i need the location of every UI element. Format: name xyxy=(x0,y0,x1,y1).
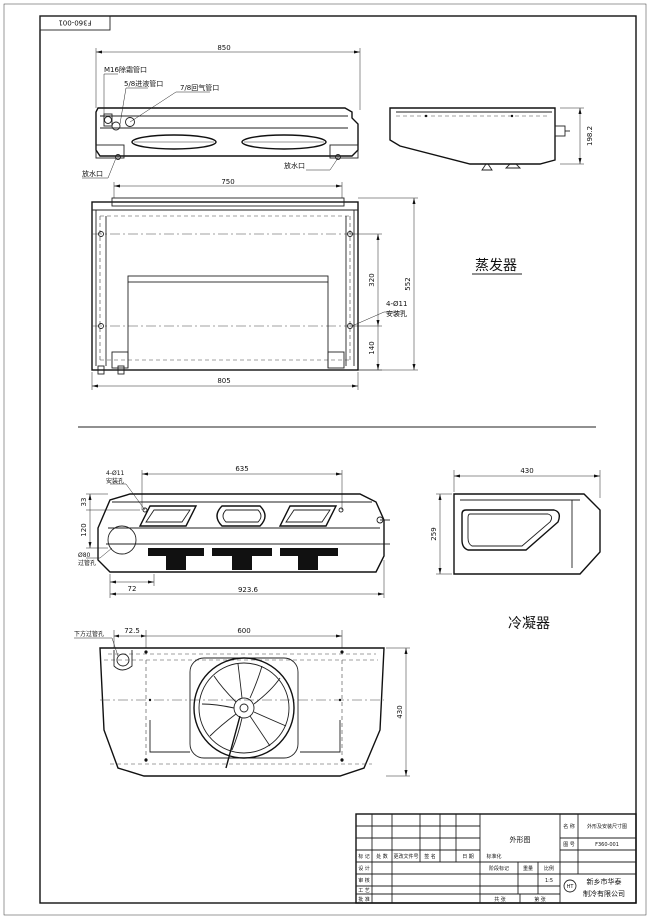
section-title-condenser: 冷凝器 xyxy=(508,616,550,632)
dim-850: 850 xyxy=(217,44,230,52)
dim-635: 635 xyxy=(235,465,248,473)
tb-design: 设 计 xyxy=(358,865,370,872)
tb-scale-label: 比例 xyxy=(544,865,554,872)
dim-923-6: 923.6 xyxy=(238,586,259,594)
evaporator-top-view: 750 805 xyxy=(91,178,418,390)
label-pipe-hole-80: Ø80 xyxy=(78,552,91,559)
label-bottom-pipe-hole: 下方过管孔 xyxy=(74,630,104,638)
label-drain-port-left: 放水口 xyxy=(82,169,103,178)
tb-sheet-no: 第 张 xyxy=(534,896,546,903)
label-cond-mount-holes: 4-Ø11 xyxy=(106,470,125,477)
tb-name-value: 外形及安装尺寸图 xyxy=(587,823,627,830)
tb-drawing-name: 外形图 xyxy=(510,835,531,844)
dim-320: 320 xyxy=(368,273,376,286)
tb-stage-label: 阶段标记 xyxy=(489,865,509,872)
dim-140: 140 xyxy=(368,341,376,354)
tb-sheet-total: 共 张 xyxy=(494,896,506,903)
tb-standardization: 标准化 xyxy=(486,853,501,860)
dim-72-5: 72.5 xyxy=(124,627,140,635)
tb-date: 日 期 xyxy=(462,854,474,860)
tb-scale-value: 1:5 xyxy=(545,878,553,884)
drawing-number-label: F360-001 xyxy=(58,19,91,27)
condenser-front-view: 635 33 120 4-Ø11 xyxy=(78,465,390,598)
label-drain-port-right: 放水口 xyxy=(284,161,305,170)
dim-600: 600 xyxy=(237,627,250,635)
tb-marking: 标 记 xyxy=(358,853,370,860)
company-logo: HT xyxy=(563,879,577,893)
dim-cond-bottom-430: 430 xyxy=(396,705,404,718)
evaporator-side-view: 198.2 xyxy=(389,107,594,171)
logo-letters: HT xyxy=(567,884,575,890)
section-title-evaporator: 蒸发器 xyxy=(475,258,517,274)
dim-cond-side-430: 430 xyxy=(520,467,533,475)
drawing-number-box: F360-001 xyxy=(39,15,111,31)
dim-552: 552 xyxy=(404,277,412,290)
tb-name-label: 名 称 xyxy=(563,823,575,830)
label-evap-mount-holes-sub: 安装孔 xyxy=(386,309,407,318)
tb-zone: 处 数 xyxy=(376,853,388,860)
sheet-outer-border xyxy=(3,3,647,916)
dim-805: 805 xyxy=(217,377,230,385)
label-liquid-inlet-port: 5/8进液管口 xyxy=(124,79,163,88)
dim-33: 33 xyxy=(80,498,88,507)
title-block: 外形图 名 称 外形及安装尺寸图 图 号 F360-001 阶段标记 重量 比例… xyxy=(355,813,637,904)
tb-approve: 批 准 xyxy=(358,896,370,903)
tb-company-line2: 制冷有限公司 xyxy=(583,889,625,898)
tb-signature: 签 名 xyxy=(424,853,436,860)
dim-259: 259 xyxy=(430,527,438,540)
label-pipe-hole-80-sub: 过管孔 xyxy=(78,559,96,567)
label-evap-mount-holes: 4-Ø11 xyxy=(386,300,407,308)
dim-120: 120 xyxy=(80,523,88,536)
tb-review: 审 核 xyxy=(358,877,370,884)
label-gas-return-port: 7/8回气管口 xyxy=(180,83,219,92)
tb-change-doc: 更改文件号 xyxy=(393,853,418,860)
tb-drawing-no-label: 图 号 xyxy=(563,842,575,848)
condenser-bottom-view: 72.5 600 xyxy=(74,627,410,777)
dim-750: 750 xyxy=(221,178,234,186)
tb-process: 工 艺 xyxy=(358,888,370,894)
sheet-inner-border xyxy=(39,15,637,904)
tb-drawing-no-value: F360-001 xyxy=(595,842,619,848)
evaporator-front-view: 850 M16除霜管口 5/8进液管口 7/8回气管口 放水口 放水口 xyxy=(82,44,361,179)
tb-company-line1: 新乡市华泰 xyxy=(587,877,622,886)
label-cond-mount-holes-sub: 安装孔 xyxy=(106,477,124,485)
dim-198-2: 198.2 xyxy=(586,126,594,146)
label-defrost-port: M16除霜管口 xyxy=(104,65,147,74)
condenser-side-view: 430 259 xyxy=(430,467,601,575)
tb-weight-label: 重量 xyxy=(523,865,533,872)
dim-72: 72 xyxy=(128,585,137,593)
